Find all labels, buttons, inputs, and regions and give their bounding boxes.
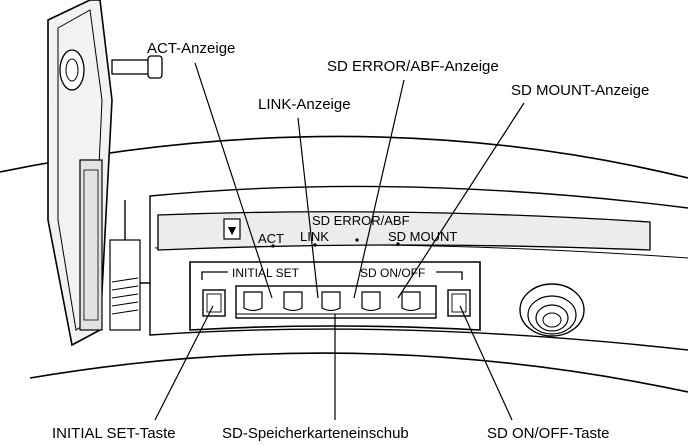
bracket-sd-onoff <box>436 271 463 280</box>
led-sd-mount <box>396 242 400 246</box>
callout-link: LINK-Anzeige <box>258 96 351 113</box>
panel-label-link: LINK <box>300 229 329 244</box>
callout-sd-mount: SD MOUNT-Anzeige <box>511 82 650 99</box>
panel-label-sd-onoff: SD ON/OFF <box>360 266 425 280</box>
arrow-box <box>223 218 241 240</box>
bracket-initial-set <box>201 271 228 280</box>
initial-set-button[interactable] <box>202 289 226 317</box>
leader-link <box>297 117 319 299</box>
housing-lower-edge <box>149 283 688 351</box>
leader-sd-onoff <box>459 305 513 421</box>
label-strip <box>157 211 651 251</box>
led-link <box>313 243 317 247</box>
sd-card-slot[interactable] <box>235 285 437 319</box>
hinge-spring <box>109 239 141 331</box>
panel-label-sd-mount: SD MOUNT <box>388 229 457 244</box>
open-cover <box>47 0 163 347</box>
sd-onoff-button-face <box>451 293 467 313</box>
dome-arc-lower <box>29 352 688 393</box>
leader-lines <box>154 62 525 421</box>
arrow-icon: ▼ <box>225 222 239 238</box>
round-connector <box>519 283 585 337</box>
led-act <box>271 244 275 248</box>
panel-label-sd-error: SD ERROR/ABF <box>312 213 410 228</box>
leader-sd-error <box>353 79 405 299</box>
initial-set-button-face <box>206 293 222 313</box>
sd-onoff-button[interactable] <box>447 289 471 317</box>
callout-slot: SD-Speicherkarteneinschub <box>222 425 409 442</box>
callout-initial-set: INITIAL SET-Taste <box>52 425 176 442</box>
panel-label-act: ACT <box>258 231 284 246</box>
led-sd-error <box>355 238 359 242</box>
callout-sd-error: SD ERROR/ABF-Anzeige <box>327 58 499 75</box>
leader-sd-mount <box>397 102 525 299</box>
callout-sd-onoff: SD ON/OFF-Taste <box>487 425 610 442</box>
callout-act: ACT-Anzeige <box>147 40 236 57</box>
leader-initial-set <box>154 305 214 421</box>
leader-act <box>194 62 273 299</box>
panel-label-initial-set: INITIAL SET <box>232 266 300 280</box>
